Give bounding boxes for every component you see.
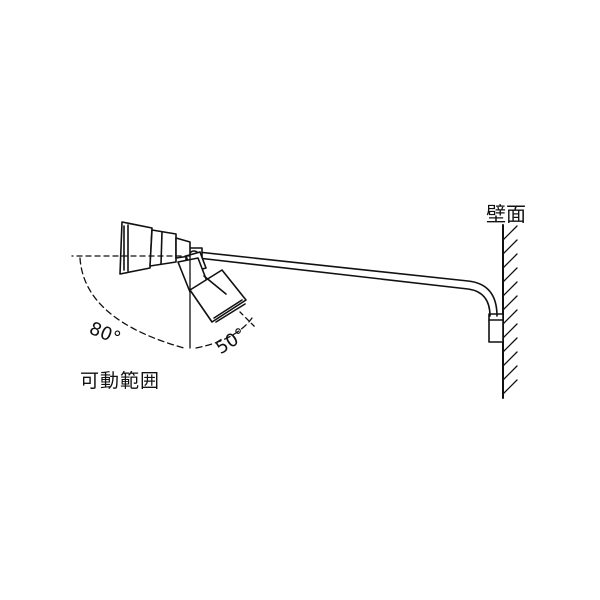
motion-range — [71, 255, 257, 349]
arc-80 — [79, 257, 185, 349]
arm — [197, 251, 498, 317]
wall-hatching — [502, 225, 518, 395]
wall-bracket — [488, 313, 504, 343]
range-of-motion-label: 可動範囲 — [80, 370, 161, 392]
lamp-head-upper — [119, 221, 191, 275]
wall-surface-label: 壁面 — [486, 202, 526, 226]
wall — [502, 224, 518, 399]
arc-50 — [195, 317, 253, 349]
